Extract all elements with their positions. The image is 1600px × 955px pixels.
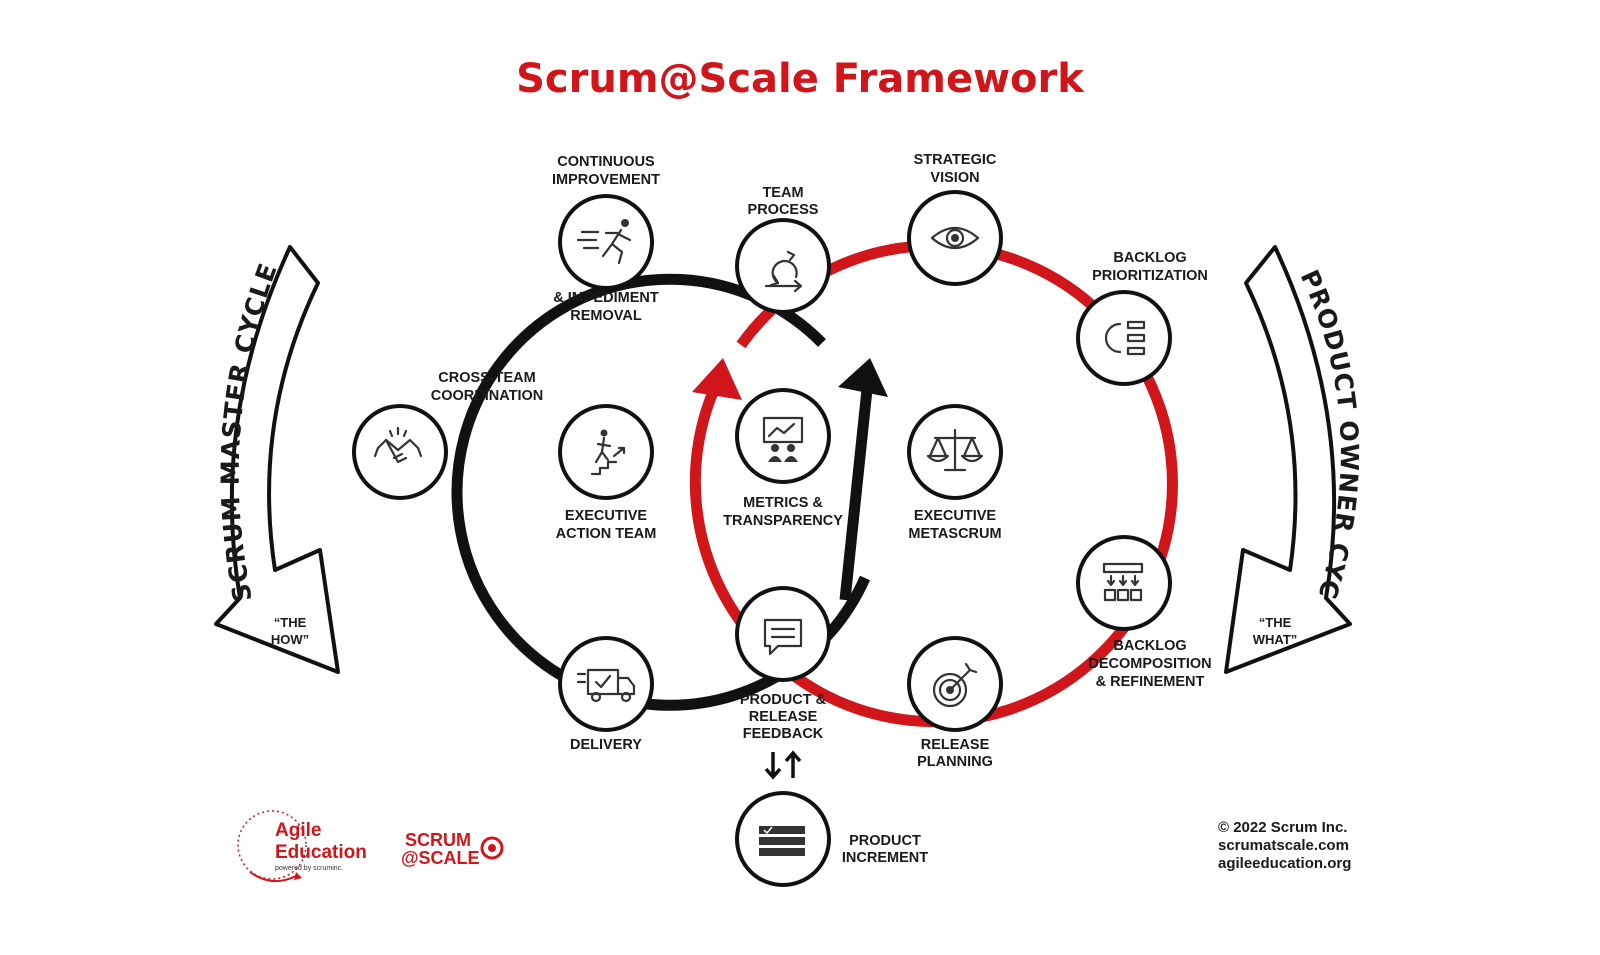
node-release-planning[interactable]: RELEASE PLANNING	[907, 636, 1003, 770]
node-strategic-vision[interactable]: STRATEGIC VISION	[907, 152, 1003, 286]
strategic-vision-label: STRATEGIC	[914, 152, 997, 168]
copyright-block: © 2022 Scrum Inc. scrumatscale.com agile…	[1218, 819, 1351, 872]
target-icon	[932, 662, 978, 708]
copyright-line: © 2022 Scrum Inc.	[1218, 819, 1347, 836]
backlog-decomposition-label-3: & REFINEMENT	[1096, 674, 1205, 690]
chat-bubble-icon	[763, 618, 803, 656]
swoosh-icon	[249, 871, 297, 883]
page-title: Scrum@Scale Framework	[516, 56, 1085, 102]
product-owner-ring	[689, 240, 1178, 728]
delivery-label: DELIVERY	[570, 737, 642, 753]
handshake-icon	[373, 426, 423, 464]
the-how-line1: “THE	[274, 615, 307, 630]
backlog-decomposition-label: BACKLOG	[1113, 638, 1186, 654]
node-backlog-decomposition[interactable]: BACKLOG DECOMPOSITION & REFINEMENT	[1076, 535, 1212, 690]
swoosh-arrow-icon	[294, 872, 302, 880]
release-planning-label-2: PLANNING	[917, 754, 993, 770]
scrum-master-cycle-arrow: SCRUM MASTER CYCLE “THE HOW”	[214, 245, 340, 674]
metrics-label: METRICS &	[743, 495, 823, 511]
backlog-decomposition-label-2: DECOMPOSITION	[1088, 656, 1211, 672]
decomposition-icon	[1102, 562, 1144, 602]
product-feedback-label: PRODUCT &	[740, 692, 827, 708]
cycle-process-icon	[764, 250, 803, 293]
globe-dots-icon	[237, 810, 307, 880]
continuous-improvement-label: CONTINUOUS	[557, 154, 655, 170]
node-continuous-improvement[interactable]: CONTINUOUS IMPROVEMENT & IMPEDIMENT REMO…	[552, 154, 660, 324]
cross-team-label-2: COORDINATION	[431, 388, 544, 404]
metrics-label-2: TRANSPARENCY	[723, 513, 843, 529]
product-increment-label: PRODUCT	[849, 833, 921, 849]
up-arrowhead-black	[838, 358, 888, 397]
executive-action-label: EXECUTIVE	[565, 508, 648, 524]
backlog-prioritization-label-2: PRIORITIZATION	[1092, 268, 1208, 284]
agile-education-logo: Agile Education powered by scruminc.	[237, 810, 367, 883]
magnet-list-icon	[1104, 320, 1146, 356]
agile-logo-tagline: powered by scruminc.	[275, 865, 343, 872]
scrum-master-ring	[451, 273, 888, 711]
up-down-arrows-icon	[764, 750, 802, 780]
node-cross-team-coordination[interactable]: CROSS-TEAM COORDINATION	[352, 370, 544, 500]
agileeducation-link: agileeducation.org	[1218, 855, 1351, 872]
the-how-line2: HOW”	[271, 632, 309, 647]
delivery-truck-icon	[576, 668, 636, 703]
node-delivery[interactable]: DELIVERY	[558, 636, 654, 753]
executive-metascrum-label-2: METASCRUM	[908, 526, 1001, 542]
node-team-process[interactable]: TEAM PROCESS	[735, 185, 831, 314]
cross-team-label: CROSS-TEAM	[438, 370, 535, 386]
scrum-scale-logo-dot-icon	[488, 844, 496, 852]
running-person-icon	[576, 219, 632, 265]
agile-logo-line1: Agile	[275, 820, 321, 841]
node-backlog-prioritization[interactable]: BACKLOG PRIORITIZATION	[1076, 250, 1208, 386]
scrum-scale-logo-ring-icon	[480, 836, 504, 860]
impediment-removal-label-2: REMOVAL	[570, 308, 642, 324]
presentation-icon	[762, 416, 804, 462]
release-planning-label: RELEASE	[921, 737, 990, 753]
impediment-removal-label: & IMPEDIMENT	[553, 290, 659, 306]
backlog-prioritization-label: BACKLOG	[1113, 250, 1186, 266]
node-metrics-transparency[interactable]: METRICS & TRANSPARENCY	[723, 388, 843, 529]
eye-icon	[930, 226, 980, 250]
product-increment-label-2: INCREMENT	[842, 850, 928, 866]
product-feedback-label-2: RELEASE	[749, 709, 818, 725]
node-executive-action-team[interactable]: EXECUTIVE ACTION TEAM	[556, 404, 657, 542]
executive-metascrum-label: EXECUTIVE	[914, 508, 997, 524]
scrum-at-scale-logo: SCRUM @SCALE	[401, 830, 504, 868]
scrumatscale-link: scrumatscale.com	[1218, 837, 1349, 854]
node-product-release-feedback[interactable]: PRODUCT & RELEASE FEEDBACK	[735, 586, 831, 742]
up-arrowhead-red	[692, 358, 742, 400]
team-process-label: TEAM	[762, 185, 803, 201]
strategic-vision-label-2: VISION	[930, 170, 979, 186]
stairs-climber-icon	[590, 429, 626, 476]
continuous-improvement-label-2: IMPROVEMENT	[552, 172, 660, 188]
scales-icon	[926, 428, 984, 472]
stacked-layers-icon	[759, 826, 805, 856]
the-what-line2: WHAT”	[1253, 632, 1298, 647]
the-what-line1: “THE	[1259, 615, 1292, 630]
scrum-scale-logo-line1: SCRUM	[405, 830, 471, 850]
agile-logo-line2: Education	[275, 842, 367, 863]
node-executive-metascrum[interactable]: EXECUTIVE METASCRUM	[907, 404, 1003, 542]
executive-action-label-2: ACTION TEAM	[556, 526, 657, 542]
team-process-label-2: PROCESS	[748, 202, 819, 218]
scrum-scale-logo-line2: @SCALE	[401, 848, 480, 868]
product-feedback-label-3: FEEDBACK	[743, 726, 824, 742]
node-product-increment[interactable]: PRODUCT INCREMENT	[735, 791, 928, 887]
